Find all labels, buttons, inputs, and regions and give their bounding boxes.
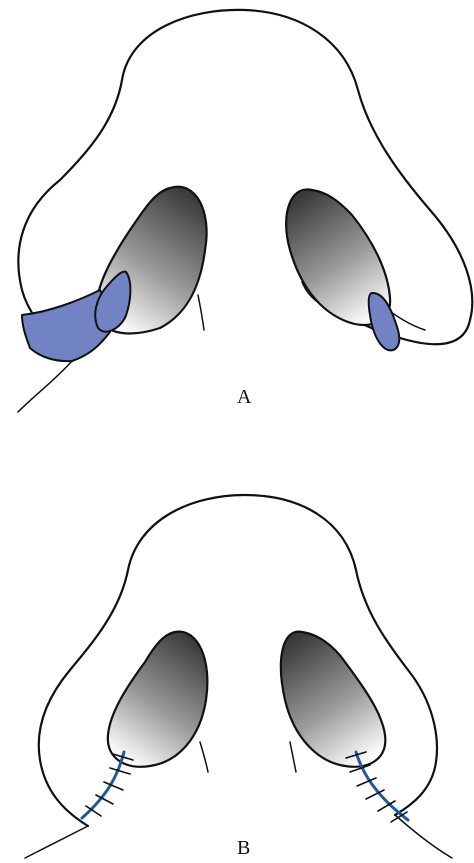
panel-label-a: A	[237, 387, 251, 407]
panel-a	[18, 10, 472, 412]
panel-label-b: B	[237, 838, 250, 858]
sill-excision-right	[369, 293, 400, 350]
columella-right-b	[290, 742, 296, 772]
columella-left-b	[200, 742, 208, 772]
nasal-outline-b	[39, 495, 437, 826]
nostril-right-b	[281, 632, 385, 767]
cheek-line-left-a	[18, 361, 72, 412]
nostril-left-b	[108, 632, 208, 767]
cheek-line-right-b	[395, 815, 452, 858]
cheek-line-left-b	[25, 826, 88, 858]
columella-left-a	[198, 295, 204, 330]
panel-b	[25, 495, 452, 858]
